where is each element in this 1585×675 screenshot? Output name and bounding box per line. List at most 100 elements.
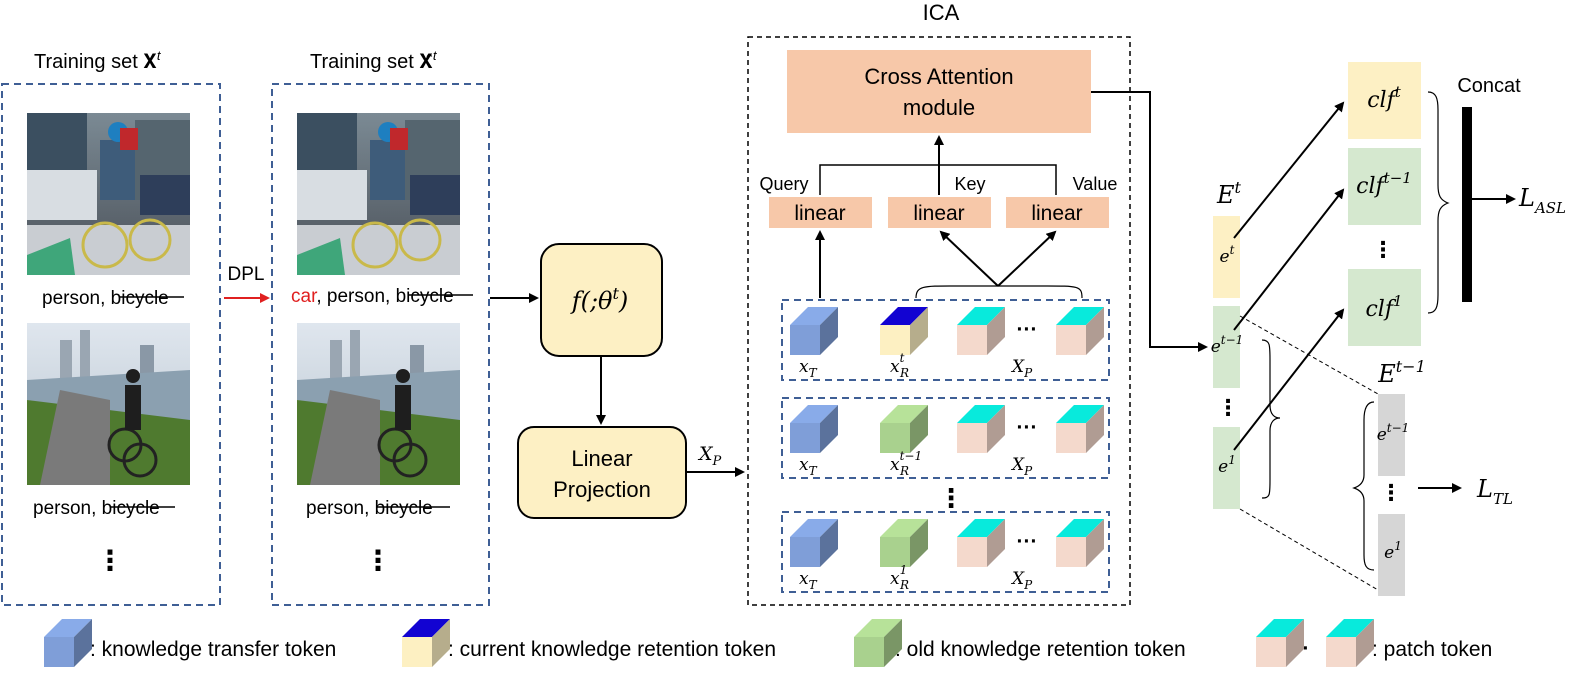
path-cyclist-photo-copy	[297, 323, 460, 485]
token-row-frame	[781, 397, 1110, 479]
transfer-token	[790, 519, 838, 567]
legend-patch-token-a	[1256, 619, 1304, 667]
tl-loss-label: LTL	[1476, 475, 1513, 508]
training-set-original-ellipsis: ⋮	[96, 545, 124, 576]
transfer-token	[790, 307, 838, 355]
legend-current-text: : current knowledge retention token	[448, 638, 776, 661]
value-label: Value	[1073, 174, 1118, 194]
arrow-ica-to-embeddings	[1091, 91, 1208, 352]
classifier-current-label: clft	[1367, 83, 1402, 113]
retention-token-label: xt−1	[890, 449, 922, 475]
training-set-pseudo-ellipsis: ⋮	[364, 545, 392, 576]
dpl-label: DPL	[228, 264, 265, 285]
patch-token-label: XP	[1010, 357, 1033, 380]
ica-title: ICA	[923, 0, 960, 25]
patch-dots: ···	[1017, 318, 1038, 341]
retention-token-subscript: R	[899, 464, 909, 478]
street-cyclist-photo-copy	[297, 113, 460, 275]
classifier-current-box	[1348, 62, 1421, 139]
classifier-brace	[1427, 91, 1450, 314]
patch-token	[957, 519, 1005, 567]
patch-token	[957, 405, 1005, 453]
path-photo-pseudo-labels: person, bicycle	[306, 498, 433, 519]
token-row-frame	[781, 299, 1110, 381]
patch-dots: ···	[1017, 416, 1038, 439]
embedding-prev-old-text: et−1	[1377, 421, 1410, 445]
query-label: Query	[759, 174, 808, 194]
embedding-current-cell	[1213, 216, 1240, 298]
patch-token	[1056, 519, 1104, 567]
training-set-pseudo-frame	[271, 83, 490, 606]
embedding-prev-cell	[1213, 306, 1240, 388]
embedding-prev-text: et−1	[1211, 333, 1244, 357]
retention-token-subscript: R	[899, 366, 909, 380]
key-label: Key	[954, 174, 985, 194]
old-retention-token	[880, 405, 928, 453]
legend-transfer-text: : knowledge transfer token	[90, 638, 336, 661]
backbone-label: f(;θt)	[570, 284, 629, 315]
arrow-key	[939, 230, 999, 287]
street-cyclist-photo	[27, 113, 190, 275]
cross-attention-line1: Cross Attention	[864, 64, 1013, 89]
transfer-token-label: xT	[799, 357, 818, 380]
embedding-current-text: et	[1220, 243, 1235, 267]
arrow-et1-to-clf-previous	[1233, 188, 1345, 331]
street-photo-labels: person, bicycle	[42, 288, 169, 309]
street-photo-pseudo-labels: car, person, bicycle	[291, 286, 454, 307]
retention-token-label: xt	[890, 351, 905, 377]
linear-query-label: linear	[794, 202, 845, 225]
patch-token	[1056, 307, 1104, 355]
cross-attention-line2: module	[903, 95, 975, 120]
patch-token-label: XP	[1010, 455, 1033, 478]
legend-old-token	[854, 619, 902, 667]
embedding-previous-brace	[1352, 401, 1375, 571]
arrow-e1-to-clf-first	[1233, 308, 1345, 451]
classifier-first-box	[1348, 269, 1421, 346]
token-row: ··· xT xt−1R XP	[781, 397, 1110, 479]
legend-patch-text: : patch token	[1372, 638, 1492, 661]
legend-patch-token-b	[1326, 619, 1374, 667]
dashed-link-bottom	[1239, 508, 1379, 591]
arrow-et-to-clf-current	[1233, 101, 1345, 239]
cross-attention-box	[787, 50, 1091, 133]
transfer-token-label: xT	[799, 455, 818, 478]
training-set-original: Training set 𝐗t person, bicycle	[1, 48, 221, 606]
current-retention-token	[880, 307, 928, 355]
patch-token	[957, 307, 1005, 355]
classifier-previous-label: clft−1	[1356, 169, 1412, 199]
linear-projection-box	[517, 426, 687, 519]
patch-token-label: XP	[1010, 569, 1033, 592]
embedding-set-current-ellipsis: ⋮	[1217, 395, 1239, 420]
backbone-box	[540, 243, 663, 357]
linear-value-label: linear	[1031, 202, 1082, 225]
embedding-first-old-cell	[1378, 514, 1405, 596]
patch-dots: ···	[1017, 530, 1038, 553]
legend-current-token	[402, 619, 450, 667]
path-photo-labels: person, bicycle	[33, 498, 160, 519]
embedding-prev-old-cell	[1378, 394, 1405, 476]
concat-label: Concat	[1457, 75, 1521, 97]
legend-old-text: : old knowledge retention token	[895, 638, 1186, 661]
asl-loss-label: LASL	[1518, 184, 1566, 217]
arrow-value	[997, 230, 1057, 287]
patch-token	[1056, 405, 1104, 453]
legend: : knowledge transfer token : current kno…	[44, 619, 1492, 667]
training-set-original-title: Training set 𝐗t	[34, 48, 162, 73]
classifier-ellipsis: ⋮	[1372, 237, 1394, 262]
linear-key-label: linear	[913, 202, 964, 225]
classifier-first-label: clf1	[1365, 292, 1402, 322]
embedding-old-brace	[1261, 339, 1281, 499]
token-row-frame	[781, 511, 1110, 593]
xp-label: XP	[697, 443, 722, 469]
linear-projection-line1: Linear	[571, 446, 632, 471]
linear-value-box	[1006, 197, 1109, 228]
embedding-first-cell	[1213, 427, 1240, 509]
training-set-original-frame	[1, 83, 221, 606]
kv-brace	[915, 285, 1083, 299]
embedding-first-text: e1	[1218, 453, 1236, 477]
training-set-pseudo-labeled: Training set 𝐗̂t car, person, bicycle	[271, 48, 490, 606]
linear-query-box	[769, 197, 872, 228]
